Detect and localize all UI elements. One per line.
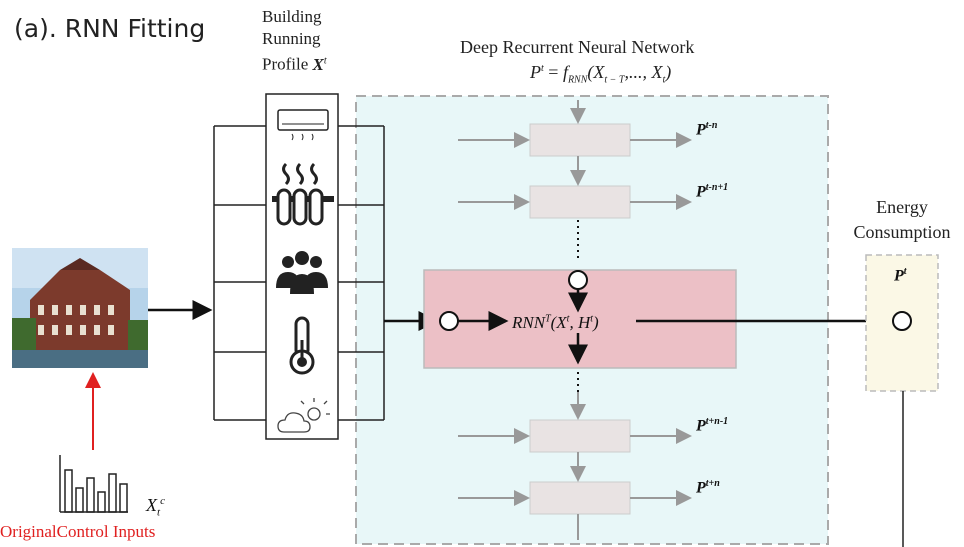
control-variable-label: Xtc bbox=[146, 495, 165, 519]
right-bracket bbox=[338, 125, 385, 421]
energy-output-label: Pt bbox=[894, 266, 907, 285]
panel-title: (a). RNN Fitting bbox=[14, 14, 206, 43]
profile-line1: Building bbox=[262, 7, 322, 26]
input-node bbox=[439, 311, 459, 331]
energy-label: Energy Consumption bbox=[853, 197, 951, 242]
gray-cells bbox=[529, 123, 631, 515]
profile-line2: Running bbox=[262, 29, 321, 48]
output-label: Pt+n bbox=[696, 478, 720, 497]
hidden-node bbox=[568, 270, 588, 290]
rnn-cell-label: RNNT(Xt, Ht) bbox=[512, 313, 599, 332]
thermometer-icon bbox=[289, 316, 315, 375]
control-inputs-label: OriginalControl Inputs bbox=[0, 522, 156, 541]
bar-chart-icon bbox=[59, 455, 128, 513]
air-conditioner-icon bbox=[277, 109, 329, 141]
people-icon bbox=[276, 251, 328, 294]
profile-box bbox=[265, 93, 339, 440]
output-label: Pt-n+1 bbox=[696, 182, 729, 201]
energy-node bbox=[892, 311, 912, 331]
output-label: Pt-n bbox=[696, 120, 718, 139]
profile-line3: Profile Xt bbox=[262, 54, 327, 74]
output-label: Pt+n-1 bbox=[696, 416, 729, 435]
building-photo bbox=[12, 248, 148, 368]
gray-arrows bbox=[458, 100, 692, 540]
drnn-equation: Pt = fRNN(Xt − T,..., Xt) bbox=[530, 62, 672, 86]
profile-label: Building Running Profile Xt bbox=[262, 6, 327, 76]
weather-icon bbox=[277, 398, 330, 433]
heater-icon bbox=[272, 162, 334, 226]
left-bracket bbox=[213, 125, 266, 421]
drnn-title: Deep Recurrent Neural Network bbox=[460, 37, 695, 57]
